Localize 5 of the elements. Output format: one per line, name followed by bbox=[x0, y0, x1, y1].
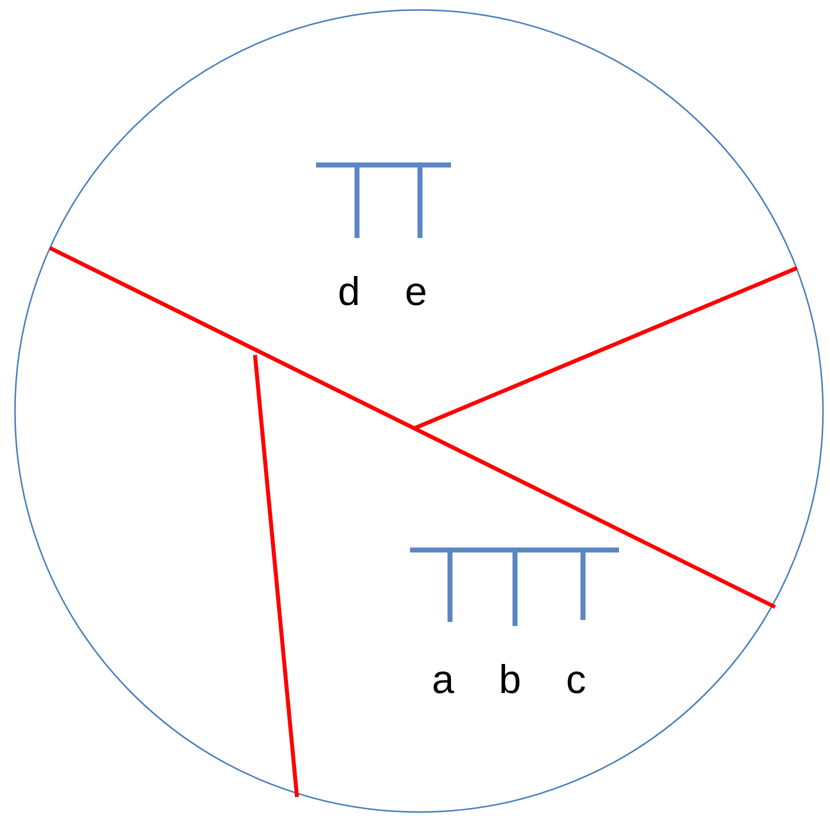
letter-label: a bbox=[432, 660, 454, 700]
letter-label: d bbox=[338, 272, 360, 312]
letter-label: e bbox=[404, 272, 428, 312]
letter-label: b bbox=[498, 660, 522, 700]
letter-label: c bbox=[566, 660, 586, 700]
